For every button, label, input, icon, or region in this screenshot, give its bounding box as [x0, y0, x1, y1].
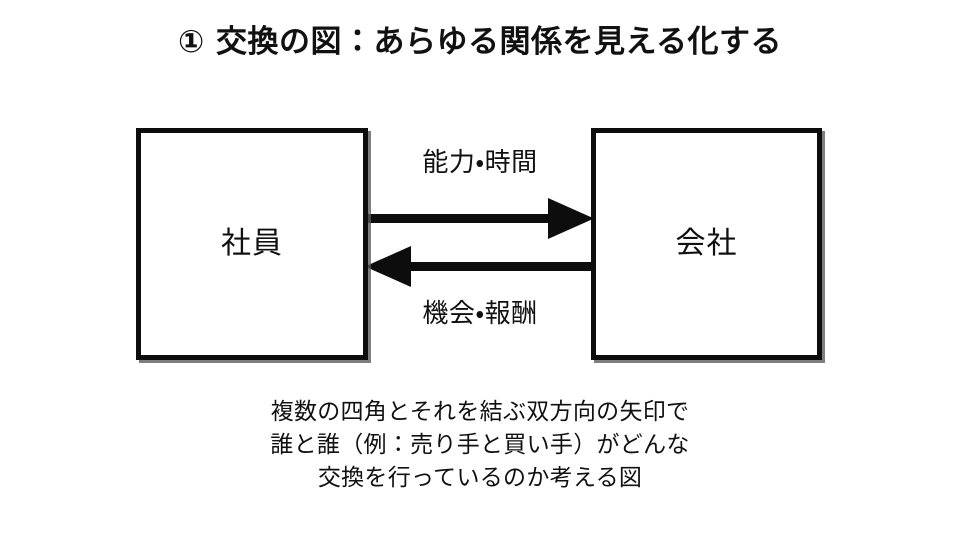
page-title: ① 交換の図：あらゆる関係を見える化する: [177, 24, 783, 60]
arrow-right-icon: [368, 198, 594, 239]
edge-label-ability-time: 能力・時間: [422, 148, 538, 178]
caption-line-3: 交換を行っているのか考える図: [317, 465, 643, 491]
node-label-employee: 社員: [221, 226, 283, 261]
edge-label-opportunity-reward: 機会・報酬: [422, 299, 538, 329]
arrow-left-icon: [365, 246, 592, 287]
node-box-company[interactable]: 会社: [591, 128, 822, 360]
node-box-employee[interactable]: 社員: [136, 128, 368, 360]
caption-block: 複数の四角とそれを結ぶ双方向の矢印で 誰と誰（例：売り手と買い手）がどんな 交換…: [0, 396, 960, 495]
caption-line-2: 誰と誰（例：売り手と買い手）がどんな: [270, 432, 690, 458]
caption-line-1: 複数の四角とそれを結ぶ双方向の矢印で: [270, 399, 690, 425]
node-label-company: 会社: [675, 226, 738, 261]
